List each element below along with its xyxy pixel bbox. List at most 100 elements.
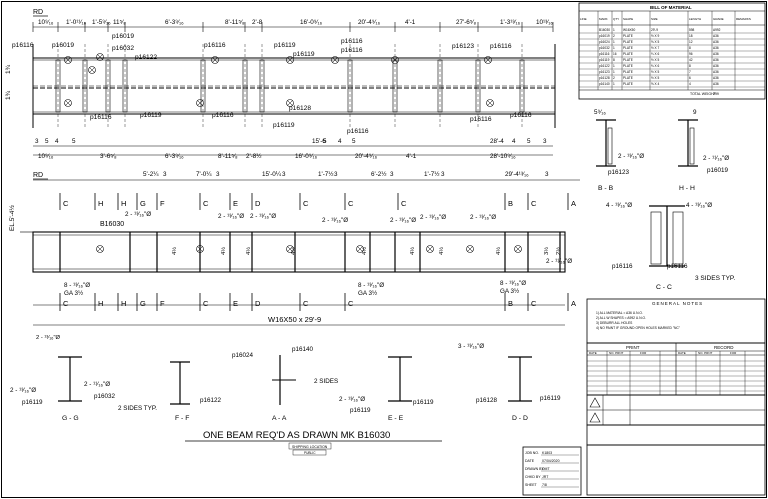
- part-label: p16116: [470, 116, 492, 123]
- section-text: p16116: [667, 263, 688, 270]
- elev-dim-13: 3: [545, 171, 549, 178]
- bom-cell: ½ X 7: [651, 46, 660, 50]
- bom-cell: 1: [613, 40, 615, 44]
- bom-cell: PLATE: [623, 52, 633, 56]
- title-block-value: DMT: [542, 467, 550, 471]
- section-marker-bottom: H: [121, 299, 126, 308]
- dim-small-5: 5: [323, 138, 327, 145]
- section-text: p16119: [350, 407, 371, 414]
- section-title: G - G: [62, 415, 79, 422]
- vertical-dim: 4½: [290, 247, 297, 255]
- bom-cell: A36: [713, 40, 719, 44]
- bom-cell: 598: [689, 28, 695, 32]
- elev-dim-3: 3: [216, 171, 220, 178]
- bom-cell: PLATE: [623, 34, 633, 38]
- part-label: p16019: [52, 42, 74, 49]
- section-marker-bottom: B: [508, 299, 513, 308]
- bolt-hole-icon: [514, 245, 522, 253]
- part-label: p16116: [341, 47, 363, 54]
- dim-bottom-6: 20'-4⁹⁄₁₆: [355, 153, 378, 160]
- bolt-hole-icon: [64, 99, 72, 107]
- hole-note: 2 - ¹³⁄₁₆"Ø: [390, 217, 416, 224]
- bom-cell: A36: [713, 34, 719, 38]
- bom-cell: 8: [613, 58, 615, 62]
- dim-top-11: 1'-3¹³⁄₁₆: [500, 19, 521, 26]
- elev-dim-5: 3: [282, 171, 286, 178]
- part-label: p16116: [341, 38, 363, 45]
- bom-cell: 16: [613, 52, 617, 56]
- section-marker-top: E: [233, 199, 238, 208]
- section-title: C - C: [656, 284, 672, 291]
- bom-cell: 29'-9: [651, 28, 658, 32]
- section-text: p16122: [200, 397, 222, 404]
- vertical-dim: 4½: [171, 247, 178, 255]
- vertical-dim: 4½: [495, 247, 502, 255]
- part-label: p16116: [347, 128, 369, 135]
- bolt-hole-icon: [211, 56, 219, 64]
- bom-cell: 4: [689, 82, 691, 86]
- bom-cell: p16024: [599, 40, 610, 44]
- bom-cell: 2: [613, 34, 615, 38]
- dim-top-8: 20'-4⁹⁄₁₆: [358, 19, 381, 26]
- part-label: p16119: [140, 112, 162, 119]
- section-text: 2 - ¹³⁄₁₆"Ø: [36, 335, 61, 341]
- revision-col: NO. PRNT: [698, 351, 713, 355]
- revision-triangle-icon: [589, 397, 601, 408]
- section-marker-bottom: C: [303, 299, 309, 308]
- title-block-label: SHEET: [525, 483, 538, 487]
- elev-dim-1: 3: [163, 171, 167, 178]
- dim-small-10: 5: [527, 138, 531, 145]
- bolt-hole-icon: [286, 99, 294, 107]
- bom-cell: p16019: [599, 34, 610, 38]
- revision-col: FOR: [640, 351, 647, 355]
- section-marker-bottom: C: [348, 299, 354, 308]
- shipping-public: PUBLIC: [304, 451, 316, 455]
- section-title: E - E: [388, 415, 404, 422]
- vertical-dim: 2½: [555, 247, 562, 255]
- bom-total-value: 799: [713, 92, 719, 96]
- dim-small-9: 4: [512, 138, 516, 145]
- bolt-hole-icon: [286, 56, 294, 64]
- bolt-hole-icon: [64, 56, 72, 64]
- section-title: D - D: [512, 415, 528, 422]
- bolt-hole-icon: [426, 245, 434, 253]
- vertical-dim: 4½: [220, 247, 227, 255]
- section-marker-top: C: [63, 199, 69, 208]
- bom-cell: 12: [689, 40, 693, 44]
- elev-dim-11: 3: [441, 171, 445, 178]
- bom-cell: p16128: [599, 76, 610, 80]
- bom-header: REMARKS: [736, 17, 751, 21]
- section-text: 2 SIDES TYP.: [118, 405, 157, 412]
- bom-header: QTY: [613, 17, 619, 21]
- section-text: 2 - ¹³⁄₁₆"Ø: [339, 396, 365, 403]
- bom-cell: 1: [613, 46, 615, 50]
- dim-bottom-1: 3'-6⁵⁄₈: [100, 153, 117, 160]
- section-text: 3 SIDES TYP.: [695, 275, 735, 282]
- bolt-hole-icon: [486, 99, 494, 107]
- bom-cell: ⅝ X 4: [651, 82, 660, 86]
- dim-top-9: 4'-1: [405, 19, 416, 26]
- bom-cell: ½ X 5: [651, 70, 660, 74]
- dim-top-0: 10⁹⁄₁₆: [38, 19, 54, 26]
- dim-bottom-3: 8'-11⁵⁄₈: [218, 153, 238, 160]
- dim-top-3: 11⁵⁄₈: [113, 19, 126, 26]
- section-text: 2 - ¹³⁄₁₆"Ø: [618, 153, 644, 160]
- title-block-value: 07/04/2020: [542, 459, 560, 463]
- dim-bottom-4: 2'-8½: [246, 152, 262, 160]
- section-text: p16140: [292, 346, 314, 353]
- section-text: 5⁹⁄₁₆: [594, 109, 606, 116]
- hole-note: 2 - ¹³⁄₁₆"Ø: [322, 217, 348, 224]
- dim-top-2: 1'-5⁹⁄₁₆: [92, 19, 111, 26]
- bom-cell: W16X50: [623, 28, 635, 32]
- vertical-dim: 4½: [409, 247, 416, 255]
- title-block-label: DATE: [525, 459, 535, 463]
- bolt-hole-icon: [88, 66, 96, 74]
- bom-cell: 1: [613, 82, 615, 86]
- bom-cell: PLATE: [623, 58, 633, 62]
- bom-cell: 6: [689, 76, 691, 80]
- rd-label-mid: RD: [33, 172, 43, 179]
